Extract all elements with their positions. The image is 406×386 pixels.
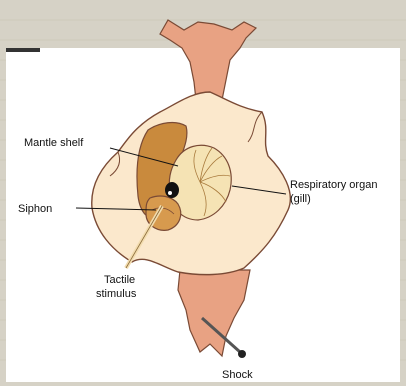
electrode-tip bbox=[238, 350, 246, 358]
label-mantle-shelf: Mantle shelf bbox=[24, 137, 84, 149]
opening-highlight bbox=[168, 191, 172, 195]
label-tactile-line1: Tactile bbox=[104, 274, 135, 286]
label-tactile-line2: stimulus bbox=[96, 288, 137, 300]
mantle-opening bbox=[165, 182, 179, 198]
label-shock: Shock bbox=[222, 369, 253, 381]
panel-edge-mark bbox=[6, 48, 40, 52]
label-respiratory-line1: Respiratory organ bbox=[290, 179, 377, 191]
label-siphon: Siphon bbox=[18, 203, 52, 215]
label-respiratory-line2: (gill) bbox=[290, 193, 311, 205]
